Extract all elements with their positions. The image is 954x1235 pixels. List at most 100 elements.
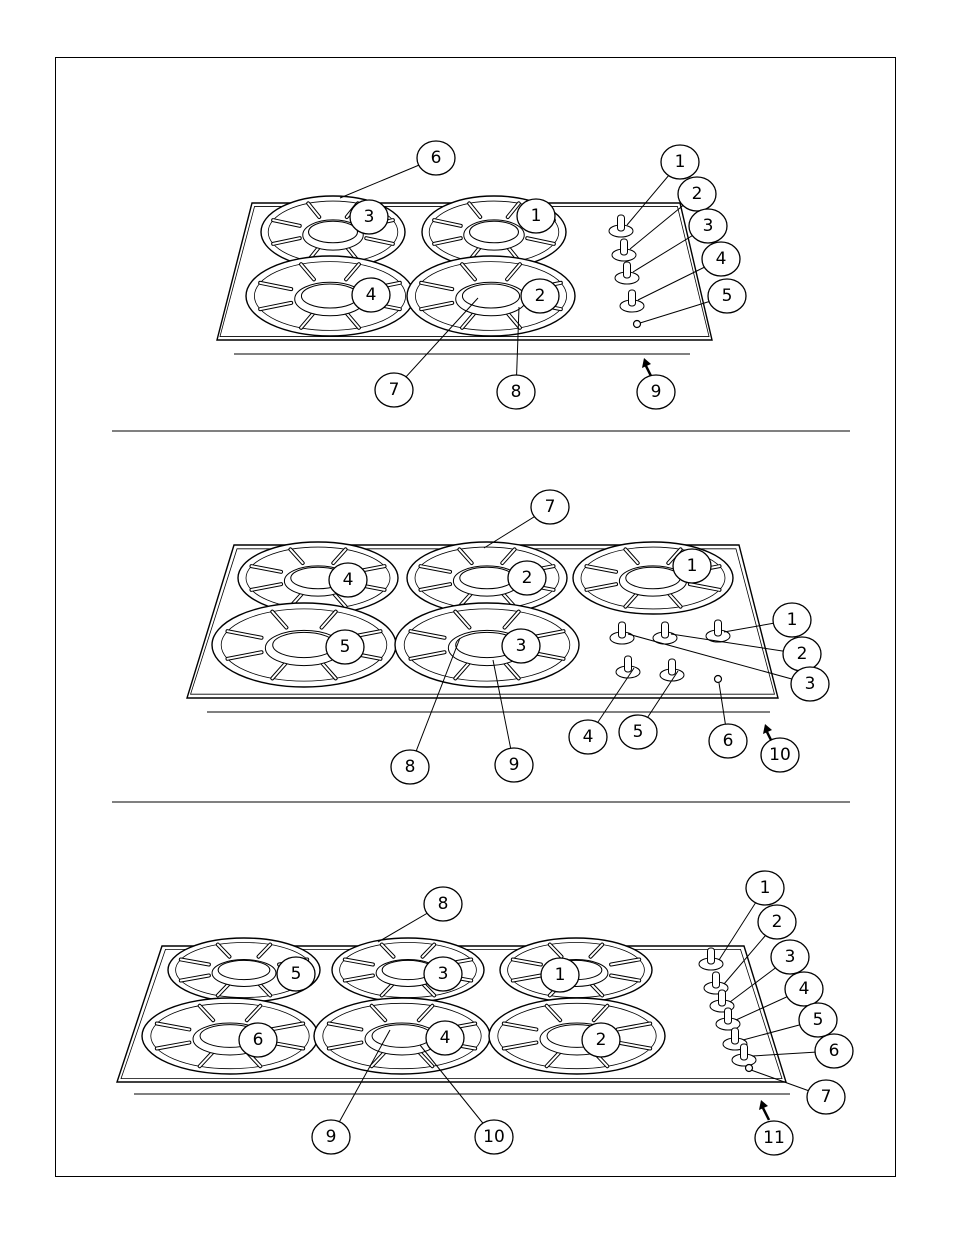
ignition-button	[634, 321, 641, 328]
burner-callout: 1	[673, 549, 711, 583]
front-arrow-icon	[759, 1100, 769, 1120]
six-burner-cooktop-figure: 5316421234567891011	[117, 871, 853, 1155]
callout-number: 2	[772, 912, 783, 932]
callout-number: 6	[431, 148, 442, 168]
burner-callout: 4	[352, 278, 390, 312]
callout-number: 4	[440, 1028, 451, 1048]
burner-grate	[212, 603, 396, 687]
grate-callout: 6	[340, 141, 455, 198]
knob-grip	[708, 948, 715, 964]
callout-number: 5	[291, 964, 302, 984]
callout-number: 3	[438, 964, 449, 984]
burner-callout: 1	[517, 199, 555, 233]
callout-number: 2	[535, 286, 546, 306]
knob-grip	[725, 1008, 732, 1024]
callout-number: 2	[522, 568, 533, 588]
callout-number: 1	[531, 206, 542, 226]
callout-number: 2	[797, 644, 808, 664]
knob-grip	[625, 656, 632, 672]
callout-number: 1	[555, 965, 566, 985]
callout-number: 7	[821, 1087, 832, 1107]
knob-grip	[741, 1044, 748, 1060]
callout-number: 4	[366, 285, 377, 305]
callout-number: 1	[675, 152, 686, 172]
burner-callout: 3	[424, 957, 462, 991]
callout-number: 1	[687, 556, 698, 576]
callout-number: 10	[769, 745, 791, 765]
callout-number: 6	[253, 1030, 264, 1050]
callout-number: 3	[785, 947, 796, 967]
callout-number: 8	[511, 382, 522, 402]
callout-number: 4	[583, 727, 594, 747]
burner-callout: 4	[329, 563, 367, 597]
callout-number: 2	[692, 184, 703, 204]
burner-cap	[218, 960, 270, 979]
burner-callout: 5	[326, 630, 364, 664]
knob-grip	[732, 1028, 739, 1044]
knob-grip	[669, 659, 676, 675]
front-arrow-callout: 10	[761, 738, 799, 772]
callout-number: 3	[703, 216, 714, 236]
callout-number: 1	[760, 878, 771, 898]
callout-number: 10	[483, 1127, 505, 1147]
burner-grate	[573, 542, 733, 614]
burner-grate	[142, 998, 318, 1074]
knob-grip	[621, 239, 628, 255]
callout-number: 5	[722, 286, 733, 306]
callout-number: 4	[343, 570, 354, 590]
knob-grip	[619, 622, 626, 638]
front-arrow-callout: 9	[637, 375, 675, 409]
knob-grip	[713, 972, 720, 988]
callout-number: 7	[545, 497, 556, 517]
knob-grip	[719, 990, 726, 1006]
front-arrow-icon	[642, 358, 652, 378]
burner-grate	[395, 603, 579, 687]
five-burner-cooktop-figure: 4215312345678910	[187, 490, 829, 784]
callout-number: 8	[438, 894, 449, 914]
callout-number: 1	[787, 610, 798, 630]
burner-cap	[626, 567, 680, 589]
burner-callout: 6	[239, 1023, 277, 1057]
burner-callout: 2	[508, 561, 546, 595]
callout-number: 5	[633, 722, 644, 742]
knob-grip	[629, 290, 636, 306]
burner-cap	[460, 567, 514, 589]
callout-number: 5	[340, 637, 351, 657]
four-burner-cooktop-figure: 3142123456789	[217, 141, 746, 409]
knob-grip	[662, 622, 669, 638]
arrow-shaft	[763, 1108, 769, 1120]
knob-grip	[624, 262, 631, 278]
grate-callout: 8	[378, 887, 462, 942]
burner-callout: 4	[426, 1021, 464, 1055]
burner-grate	[489, 998, 665, 1074]
burner-cap	[301, 284, 358, 308]
callout-number: 3	[364, 207, 375, 227]
callout-number: 5	[813, 1010, 824, 1030]
callout-number: 7	[389, 380, 400, 400]
front-arrow-callout: 11	[755, 1121, 793, 1155]
callout-number: 6	[829, 1041, 840, 1061]
burner-callout: 3	[502, 629, 540, 663]
burner-cap	[309, 221, 358, 243]
burner-cap	[462, 284, 519, 308]
burner-callout: 2	[521, 279, 559, 313]
burner-cap	[372, 1025, 432, 1048]
callout-number: 11	[763, 1128, 785, 1148]
callout-number: 9	[326, 1127, 337, 1147]
callout-number: 4	[799, 979, 810, 999]
knob-grip	[618, 215, 625, 231]
callout-number: 9	[509, 755, 520, 775]
burner-callout: 1	[541, 958, 579, 992]
knob-grip	[715, 620, 722, 636]
callout-number: 4	[716, 249, 727, 269]
burner-callout: 3	[350, 200, 388, 234]
ignition-button	[715, 676, 722, 683]
callout-number: 6	[723, 731, 734, 751]
callout-number: 3	[516, 636, 527, 656]
callout-number: 3	[805, 674, 816, 694]
callout-number: 2	[596, 1030, 607, 1050]
callout-number: 9	[651, 382, 662, 402]
burner-callout: 2	[582, 1023, 620, 1057]
burner-cap	[470, 221, 519, 243]
